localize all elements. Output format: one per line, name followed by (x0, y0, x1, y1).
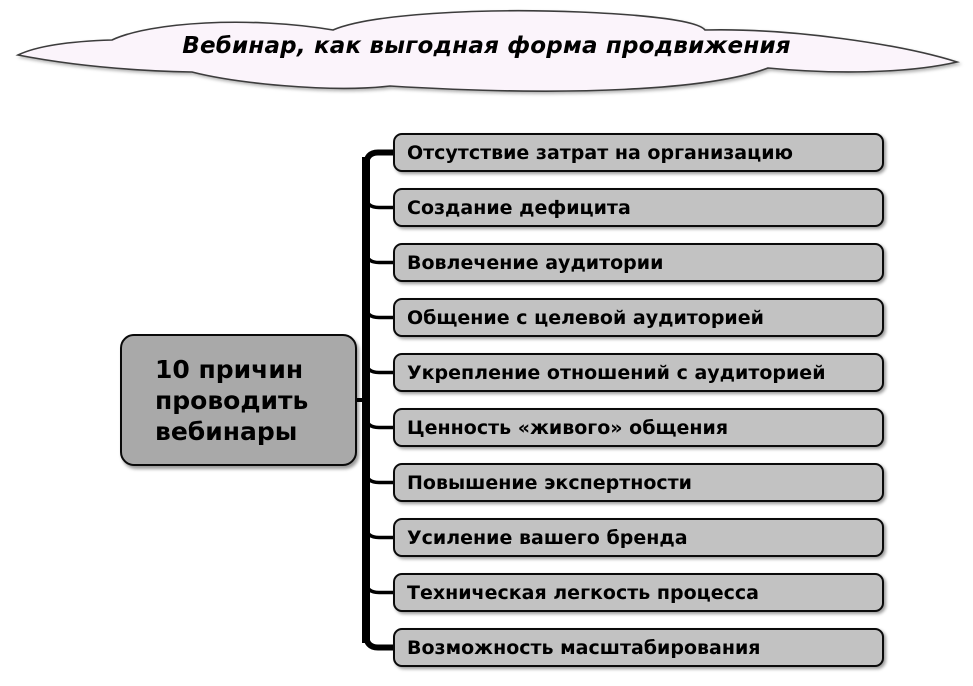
cloud-title[interactable]: Вебинар, как выгодная форма продвижения (182, 33, 791, 59)
branch-topic-5[interactable]: Укрепление отношений с аудиторией (393, 353, 884, 392)
branch-topic-label: Создание дефицита (407, 196, 631, 219)
branch-line-6 (364, 415, 394, 430)
branch-topic-label: Усиление вашего бренда (407, 526, 688, 549)
cloud-outline (15, 10, 961, 92)
branch-line-3 (364, 250, 394, 265)
branch-topic-6[interactable]: Ценность «живого» общения (393, 408, 884, 447)
branch-line-8 (364, 525, 394, 540)
branch-line-9 (364, 580, 394, 595)
branch-line-2 (364, 195, 394, 210)
branch-topic-label: Повышение экспертности (407, 471, 692, 494)
branch-topic-label: Техническая легкость процесса (407, 581, 759, 604)
branch-topic-8[interactable]: Усиление вашего бренда (393, 518, 884, 557)
branch-topic-3[interactable]: Вовлечение аудитории (393, 243, 884, 282)
branch-line-4 (364, 305, 394, 320)
branch-topic-2[interactable]: Создание дефицита (393, 188, 884, 227)
root-topic[interactable]: 10 причин проводить вебинары (120, 334, 357, 466)
root-topic-label: 10 причин проводить вебинары (155, 354, 309, 446)
cloud-shape (15, 10, 961, 92)
branch-list: Отсутствие затрат на организацию Создани… (393, 133, 884, 667)
branch-topic-label: Возможность масштабирования (407, 636, 761, 659)
branch-topic-9[interactable]: Техническая легкость процесса (393, 573, 884, 612)
branch-topic-4[interactable]: Общение с целевой аудиторией (393, 298, 884, 337)
branch-topic-1[interactable]: Отсутствие затрат на организацию (393, 133, 884, 172)
branch-elbow-top (363, 149, 394, 167)
branch-elbow-bottom (363, 633, 394, 651)
branch-line-7 (364, 470, 394, 485)
branch-topic-label: Общение с целевой аудиторией (407, 306, 764, 329)
branch-topic-7[interactable]: Повышение экспертности (393, 463, 884, 502)
branch-topic-10[interactable]: Возможность масштабирования (393, 628, 884, 667)
branch-topic-label: Отсутствие затрат на организацию (407, 141, 793, 164)
branch-topic-label: Вовлечение аудитории (407, 251, 664, 274)
branch-topic-label: Ценность «живого» общения (407, 416, 729, 439)
branch-line-5 (364, 360, 394, 375)
branch-topic-label: Укрепление отношений с аудиторией (407, 361, 826, 384)
